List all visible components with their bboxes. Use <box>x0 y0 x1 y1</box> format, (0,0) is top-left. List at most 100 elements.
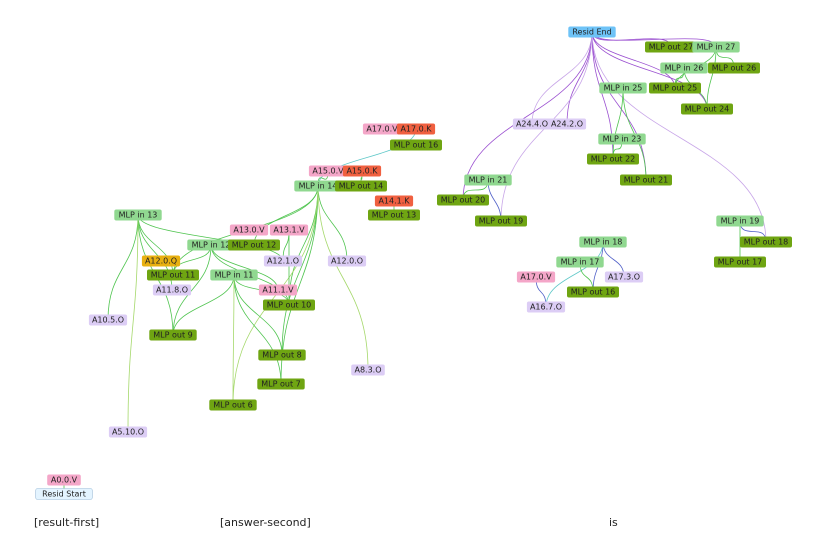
node-mlp-out-22[interactable]: MLP out 22 <box>587 153 639 165</box>
node-label: MLP out 20 <box>441 196 486 205</box>
node-mlp-out-7[interactable]: MLP out 7 <box>257 378 305 390</box>
node-a12-0-o[interactable]: A12.0.O <box>327 255 367 267</box>
node-label: A12.1.O <box>267 257 299 266</box>
node-mlp-out-25[interactable]: MLP out 25 <box>649 82 701 94</box>
node-resid-start[interactable]: Resid Start <box>35 488 93 500</box>
node-a15-0-v[interactable]: A15.0.V <box>308 165 348 177</box>
node-label: MLP in 19 <box>721 217 760 226</box>
node-box <box>342 165 382 177</box>
node-box <box>604 271 644 283</box>
edge-resid_end-to-a24_2_o <box>566 31 593 125</box>
node-a5-10-o[interactable]: A5.10.O <box>108 426 148 438</box>
edge-mlp_in_14-to-mlp_out_8 <box>281 185 319 356</box>
node-mlp-in-21[interactable]: MLP in 21 <box>464 174 512 186</box>
node-mlp-out-6[interactable]: MLP out 6 <box>209 399 257 411</box>
node-label: MLP out 10 <box>267 301 312 310</box>
node-label: MLP in 21 <box>469 176 508 185</box>
node-label: Resid Start <box>42 490 86 499</box>
node-mlp-in-23[interactable]: MLP in 23 <box>598 133 646 145</box>
node-label: Resid End <box>572 28 611 37</box>
node-label: A8.3.O <box>354 366 381 375</box>
node-box <box>209 399 257 411</box>
node-mlp-out-17[interactable]: MLP out 17 <box>714 256 766 268</box>
node-box <box>374 195 414 207</box>
node-mlp-out-21[interactable]: MLP out 21 <box>620 174 672 186</box>
node-a17-0-v-right[interactable]: A17.0.V <box>516 271 556 283</box>
node-label: A12.0.O <box>331 257 363 266</box>
node-a11-8-o[interactable]: A11.8.O <box>152 284 192 296</box>
node-mlp-out-27[interactable]: MLP out 27 <box>645 41 697 53</box>
node-a16-7-o[interactable]: A16.7.O <box>526 301 566 313</box>
node-box <box>108 426 148 438</box>
node-label: MLP in 17 <box>561 258 600 267</box>
node-mlp-out-18[interactable]: MLP out 18 <box>740 236 792 248</box>
node-box <box>437 194 489 206</box>
node-mlp-out-20[interactable]: MLP out 20 <box>437 194 489 206</box>
node-mlp-out-16[interactable]: MLP out 16 <box>567 286 619 298</box>
edge-resid_end-to-mlp_out_20 <box>462 31 593 201</box>
node-mlp-in-26[interactable]: MLP in 26 <box>660 62 708 74</box>
node-box <box>263 299 315 311</box>
node-mlp-in-12[interactable]: MLP in 12 <box>187 239 235 251</box>
edge-mlp_in_25-to-mlp_out_22 <box>612 87 624 160</box>
node-mlp-out-9[interactable]: MLP out 9 <box>149 329 197 341</box>
node-resid-end[interactable]: Resid End <box>568 26 616 38</box>
node-a12-0-q[interactable]: A12.0.Q <box>141 255 181 267</box>
node-mlp-out-8[interactable]: MLP out 8 <box>258 349 306 361</box>
node-a8-3-o[interactable]: A8.3.O <box>351 364 385 376</box>
node-mlp-out-11[interactable]: MLP out 11 <box>147 269 199 281</box>
node-mlp-in-11[interactable]: MLP in 11 <box>210 269 258 281</box>
node-mlp-in-17[interactable]: MLP in 17 <box>556 256 604 268</box>
node-box <box>362 123 402 135</box>
node-mlp-out-19[interactable]: MLP out 19 <box>475 215 527 227</box>
node-a13-0-v[interactable]: A13.0.V <box>229 224 269 236</box>
node-mlp-in-18[interactable]: MLP in 18 <box>579 236 627 248</box>
node-mlp-out-12[interactable]: MLP out 12 <box>228 239 280 251</box>
node-mlp-in-27[interactable]: MLP in 27 <box>692 41 740 53</box>
node-a17-3-o[interactable]: A17.3.O <box>604 271 644 283</box>
node-mlp-out-26[interactable]: MLP out 26 <box>708 62 760 74</box>
node-box <box>335 180 387 192</box>
node-box <box>740 236 792 248</box>
node-mlp-out-10[interactable]: MLP out 10 <box>263 299 315 311</box>
node-a14-1-k[interactable]: A14.1.K <box>374 195 414 207</box>
token-label-answer-second: [answer-second] <box>220 516 311 529</box>
node-box <box>257 378 305 390</box>
node-mlp-out-14[interactable]: MLP out 14 <box>335 180 387 192</box>
node-mlp-in-14[interactable]: MLP in 14 <box>294 180 342 192</box>
node-box <box>187 239 235 251</box>
node-a12-1-o[interactable]: A12.1.O <box>263 255 303 267</box>
node-box <box>308 165 348 177</box>
node-label: MLP out 24 <box>685 105 730 114</box>
node-mlp-in-25[interactable]: MLP in 25 <box>599 82 647 94</box>
node-label: A15.0.V <box>312 167 344 176</box>
edge-resid_end-to-a24_4_o <box>531 31 593 125</box>
node-box <box>567 286 619 298</box>
node-a24-2-o[interactable]: A24.2.O <box>547 118 587 130</box>
node-a10-5-o[interactable]: A10.5.O <box>88 314 128 326</box>
node-label: MLP out 19 <box>479 217 524 226</box>
node-a17-0-v[interactable]: A17.0.V <box>362 123 402 135</box>
node-label: MLP in 11 <box>215 271 254 280</box>
node-a24-4-o[interactable]: A24.4.O <box>512 118 552 130</box>
edge-mlp_in_21-to-mlp_out_19 <box>487 179 502 222</box>
node-label: A16.7.O <box>530 303 562 312</box>
node-label: MLP in 23 <box>603 135 642 144</box>
node-box <box>464 174 512 186</box>
node-mlp-out-24[interactable]: MLP out 24 <box>681 103 733 115</box>
node-mlp-in-13[interactable]: MLP in 13 <box>114 209 162 221</box>
node-a15-0-k[interactable]: A15.0.K <box>342 165 382 177</box>
node-mlp-in-19[interactable]: MLP in 19 <box>716 215 764 227</box>
node-a17-0-k[interactable]: A17.0.K <box>396 123 436 135</box>
node-box <box>516 271 556 283</box>
node-mlp-out-13[interactable]: MLP out 13 <box>368 209 420 221</box>
node-label: MLP out 9 <box>153 331 192 340</box>
node-mlp-out-16b[interactable]: MLP out 16 <box>390 139 442 151</box>
node-box <box>708 62 760 74</box>
node-a11-1-v[interactable]: A11.1.V <box>258 284 298 296</box>
node-label: A24.2.O <box>551 120 583 129</box>
node-a13-1-v[interactable]: A13.1.V <box>269 224 309 236</box>
node-box <box>599 82 647 94</box>
node-a0-0-v[interactable]: A0.0.V <box>47 474 81 486</box>
